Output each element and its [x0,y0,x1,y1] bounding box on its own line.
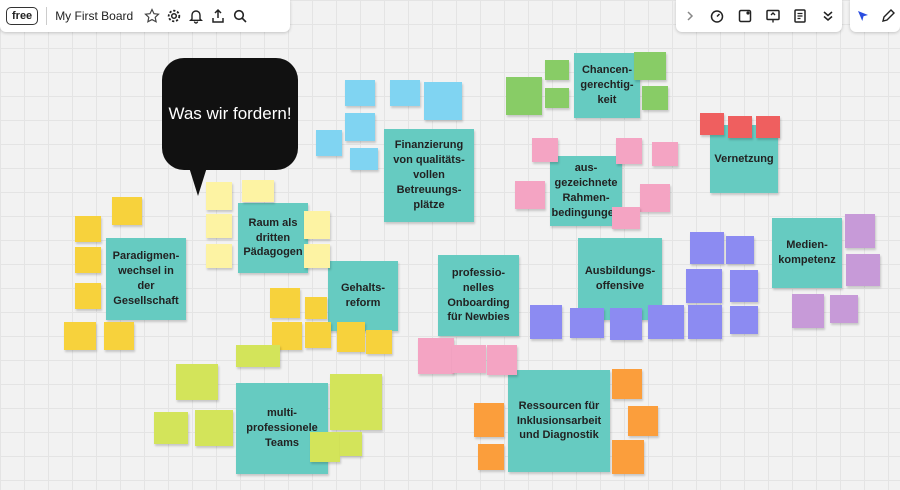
idea-note[interactable] [316,130,342,156]
idea-note[interactable] [700,113,724,135]
search-icon[interactable] [229,5,251,27]
idea-note[interactable] [634,52,666,80]
timer-icon[interactable] [706,5,728,27]
topic-note[interactable]: Finanzierung von qualitäts-vollen Betreu… [384,129,474,222]
idea-note[interactable] [846,254,880,286]
idea-note[interactable] [648,305,684,339]
divider [46,7,48,25]
chevron-down-icon[interactable] [817,5,839,27]
idea-note[interactable] [730,306,758,334]
idea-note[interactable] [206,182,232,210]
collaboration-toolbar [676,0,842,32]
topic-note[interactable]: Raum als dritten Pädagogen [238,203,308,273]
idea-note[interactable] [75,283,101,309]
idea-note[interactable] [345,113,375,141]
idea-note[interactable] [310,432,340,462]
idea-note[interactable] [206,244,232,268]
bubble-text: Was wir fordern! [168,104,292,124]
idea-note[interactable] [530,305,562,339]
pen-icon[interactable] [877,5,899,27]
chevron-right-icon[interactable] [679,5,701,27]
plan-badge[interactable]: free [6,7,39,25]
star-icon[interactable] [141,5,163,27]
idea-note[interactable] [726,236,754,264]
notes-icon[interactable] [789,5,811,27]
idea-note[interactable] [242,180,274,202]
topic-note[interactable]: Medien-kompetenz [772,218,842,288]
idea-note[interactable] [112,197,142,225]
idea-note[interactable] [487,345,517,375]
idea-note[interactable] [64,322,96,350]
idea-note[interactable] [418,338,454,374]
idea-note[interactable] [756,116,780,138]
idea-note[interactable] [345,80,375,106]
idea-note[interactable] [830,295,858,323]
tool-toolbar [850,0,900,32]
idea-note[interactable] [728,116,752,138]
idea-note[interactable] [195,410,233,446]
idea-note[interactable] [532,138,558,162]
bell-icon[interactable] [185,5,207,27]
idea-note[interactable] [75,216,101,242]
idea-note[interactable] [236,345,280,367]
idea-note[interactable] [176,364,218,400]
idea-note[interactable] [616,138,642,164]
idea-note[interactable] [730,270,758,302]
idea-note[interactable] [612,207,640,229]
gear-icon[interactable] [163,5,185,27]
topic-note[interactable]: multi-professionele Teams [236,383,328,474]
topic-note[interactable]: Gehalts-reform [328,261,398,331]
idea-note[interactable] [350,148,378,170]
share-icon[interactable] [207,5,229,27]
idea-note[interactable] [688,305,722,339]
idea-note[interactable] [206,214,232,238]
idea-note[interactable] [366,330,392,354]
idea-note[interactable] [337,322,365,352]
idea-note[interactable] [304,244,330,268]
idea-note[interactable] [474,403,504,437]
idea-note[interactable] [612,369,642,399]
idea-note[interactable] [75,247,101,273]
idea-note[interactable] [154,412,188,444]
topic-note[interactable]: Chancen-gerechtig-keit [574,53,640,118]
idea-note[interactable] [330,374,382,430]
idea-note[interactable] [628,406,658,436]
idea-note[interactable] [612,440,644,474]
idea-note[interactable] [424,82,462,120]
idea-note[interactable] [304,211,330,239]
topic-note[interactable]: Ressourcen für Inklusionsarbeit und Diag… [508,370,610,472]
idea-note[interactable] [340,432,362,456]
idea-note[interactable] [390,80,420,106]
sticky-note-icon[interactable] [734,5,756,27]
idea-note[interactable] [642,86,668,110]
idea-note[interactable] [305,297,327,319]
idea-note[interactable] [270,288,300,318]
idea-note[interactable] [845,214,875,248]
idea-note[interactable] [570,308,604,338]
idea-note[interactable] [686,269,722,303]
idea-note[interactable] [478,444,504,470]
topic-note[interactable]: Paradigmen-wechsel in der Gesellschaft [106,238,186,320]
topic-note[interactable]: professio-nelles Onboarding für Newbies [438,255,519,336]
idea-note[interactable] [506,77,542,115]
idea-note[interactable] [305,322,331,348]
speech-bubble-tail [188,164,208,196]
idea-note[interactable] [610,308,642,340]
idea-note[interactable] [545,60,569,80]
idea-note[interactable] [652,142,678,166]
idea-note[interactable] [545,88,569,108]
idea-note[interactable] [792,294,824,328]
idea-note[interactable] [515,181,545,209]
idea-note[interactable] [104,322,134,350]
idea-note[interactable] [690,232,724,264]
idea-note[interactable] [452,345,486,373]
topic-note[interactable]: aus-gezeichnete Rahmen-bedingungen [550,156,622,226]
board-toolbar: free My First Board [0,0,290,32]
board-title[interactable]: My First Board [55,9,134,23]
idea-note[interactable] [640,184,670,212]
select-cursor-icon[interactable] [852,5,874,27]
presentation-icon[interactable] [762,5,784,27]
speech-bubble[interactable]: Was wir fordern! [162,58,298,170]
